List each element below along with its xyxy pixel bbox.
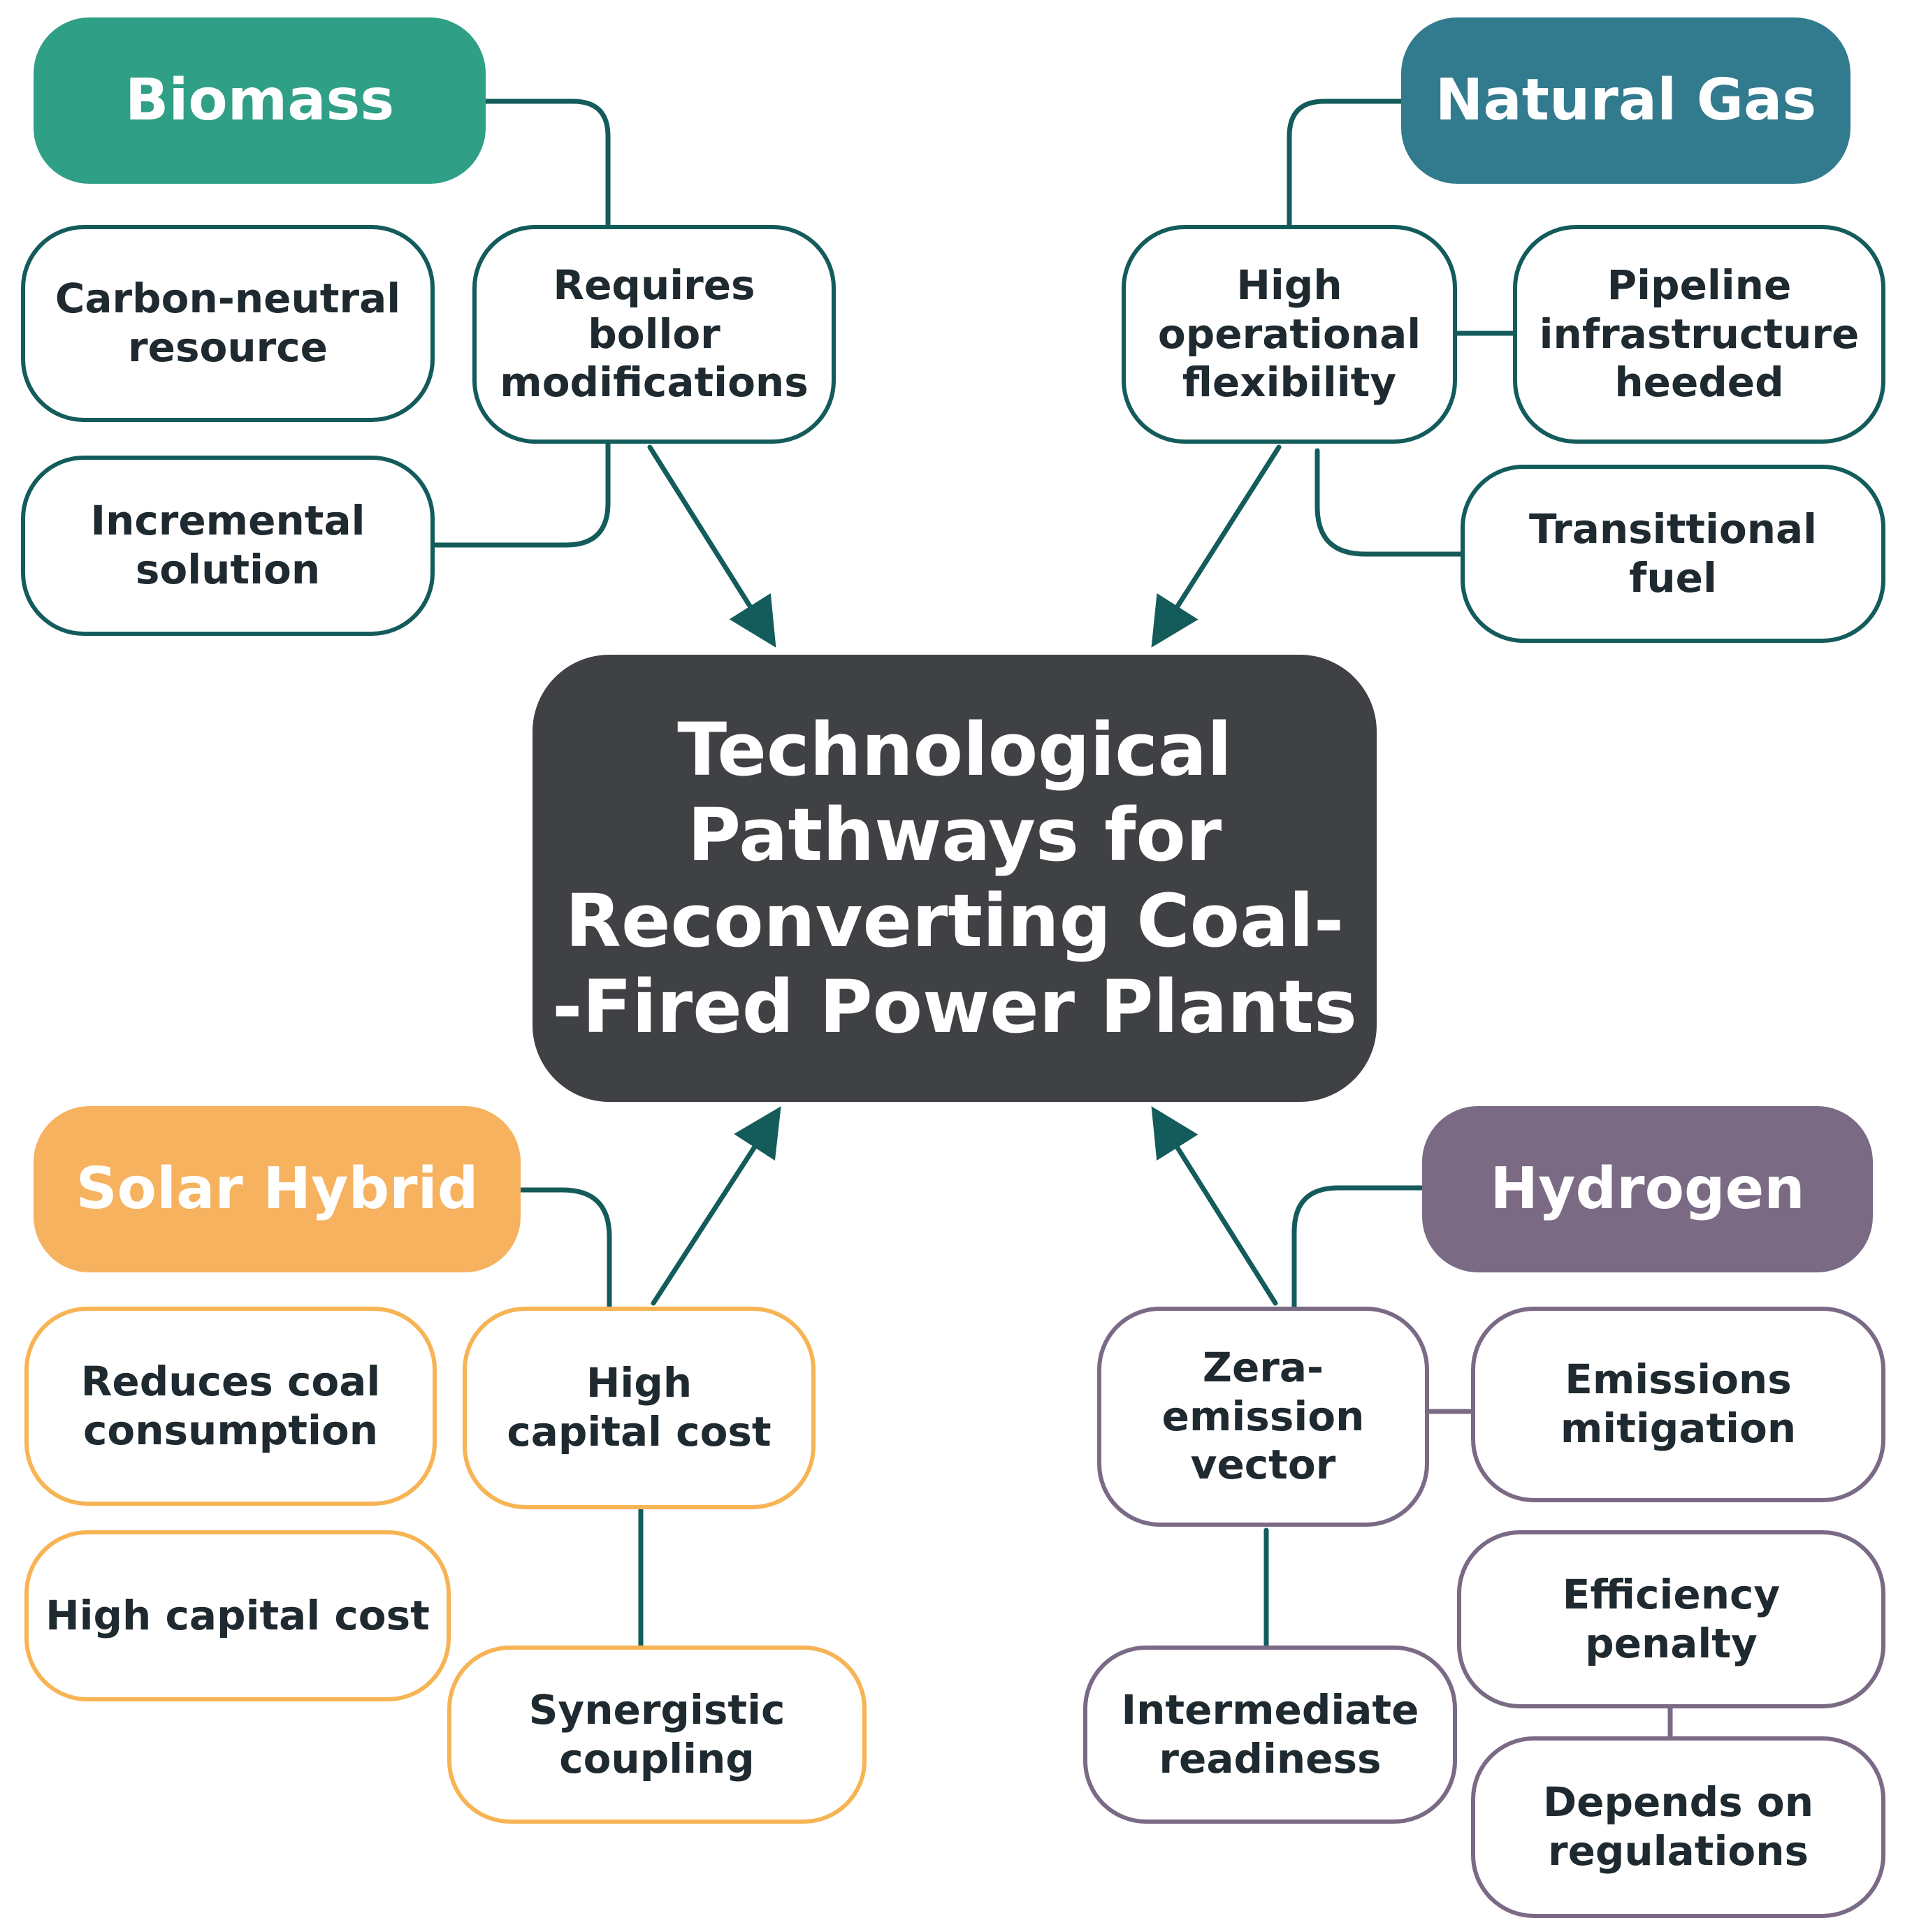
biomass-header: Biomass: [34, 17, 486, 184]
hydrogen-arrow: [1151, 1106, 1278, 1306]
hydrogen-zero-emission-vector: Zera- emission vector: [1097, 1307, 1429, 1527]
hydrogen-header: Hydrogen: [1422, 1106, 1873, 1272]
central-topic: Technological Pathways for Reconverting …: [533, 655, 1377, 1102]
natural-gas-header: Natural Gas: [1401, 17, 1850, 184]
biomass-incremental-solution: Incremental solution: [21, 456, 435, 636]
natural-gas-arrow: [1151, 444, 1282, 648]
solar-header-connector: [518, 1187, 612, 1309]
hydrogen-emissions-mitigation: Emissions mitigation: [1471, 1307, 1885, 1502]
solar-arrow: [651, 1106, 781, 1306]
hydrogen-depends-on-regulations: Depends on regulations: [1471, 1736, 1885, 1918]
hydrogen-efficiency-penalty: Efficiency penalty: [1457, 1530, 1885, 1708]
natural-gas-transitional-fuel: Transittional fuel: [1461, 465, 1885, 643]
biomass-header-connector: [483, 99, 611, 230]
natural-gas-high-flexibility: High operational flexibility: [1122, 225, 1457, 444]
biomass-arrow: [647, 444, 776, 648]
hydrogen-intermediate-readiness: Intermediate readiness: [1083, 1646, 1457, 1824]
solar-synergistic-coupling: Synergistic coupling: [447, 1646, 867, 1824]
biomass-incremental-connector: [432, 441, 611, 548]
solar-high-capital-cost-2: High capital cost: [24, 1530, 451, 1701]
natural-gas-transitional-connector: [1314, 448, 1463, 557]
natural-gas-pipeline-infrastructure: Pipeline infrastructure heeded: [1513, 225, 1885, 444]
natural-gas-header-connector: [1287, 99, 1404, 230]
hydrogen-header-connector: [1291, 1185, 1425, 1309]
solar-hybrid-header: Solar Hybrid: [34, 1106, 521, 1272]
solar-high-capital-cost-1: High capital cost: [463, 1307, 816, 1509]
solar-reduces-coal: Reduces coal consumption: [24, 1307, 437, 1506]
biomass-carbon-neutral: Carbon-neutral resource: [21, 225, 435, 422]
biomass-requires-modifications: Requires bollor modifications: [472, 225, 836, 444]
